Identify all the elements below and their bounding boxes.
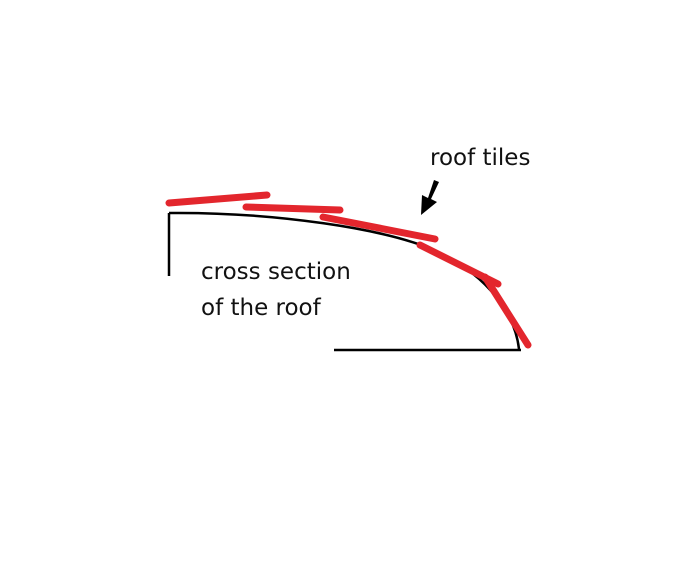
roof-tile-1: [165, 191, 271, 207]
roof-tile-3: [319, 213, 439, 243]
cross-section-label: cross section of the roof: [201, 254, 351, 326]
cross-section-label-line-1: cross section: [201, 259, 351, 285]
cross-section-label-line-2: of the roof: [201, 295, 321, 321]
roof-tiles: [165, 191, 532, 349]
roof-tile-5: [481, 273, 532, 349]
arrow-icon: [421, 180, 439, 215]
roof-tile-2: [242, 203, 344, 214]
roof-tiles-label: roof tiles: [430, 145, 531, 171]
